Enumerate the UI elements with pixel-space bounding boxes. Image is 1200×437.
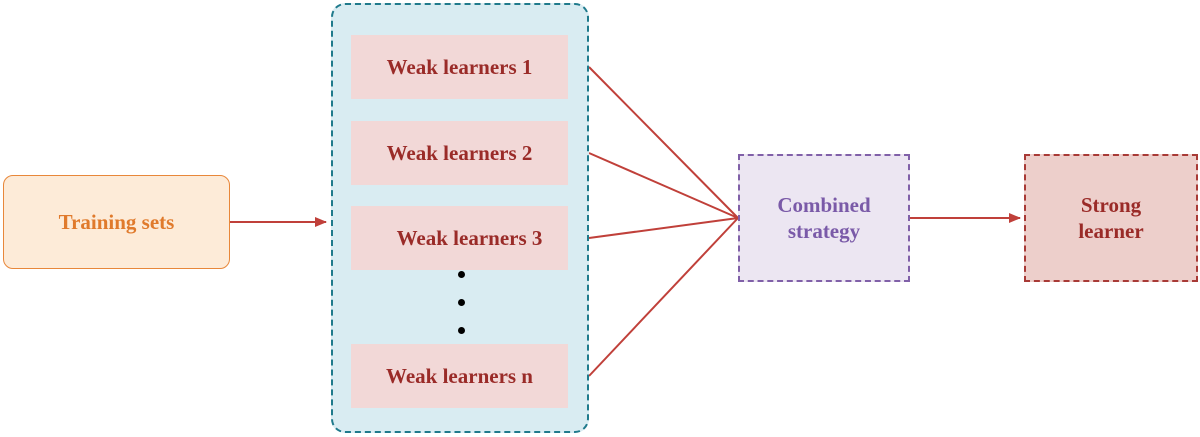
line-weak2-to-combined (588, 152, 739, 219)
weak-learner-1-box: Weak learners 1 (351, 35, 568, 99)
weak-learner-2-label: Weak learners 2 (386, 140, 533, 165)
weak-learner-3-box: Weak learners 3 (351, 206, 568, 270)
weak-learner-n-box: Weak learners n (351, 344, 568, 408)
training-sets-box: Training sets (3, 175, 230, 269)
combined-strategy-label-line-1: Combined (777, 192, 871, 217)
weak-learner-1-label: Weak learners 1 (386, 54, 533, 79)
ellipsis-dot-3 (458, 327, 465, 334)
line-weak3-to-combined (588, 217, 739, 239)
strong-learner-box: Strong learner (1024, 154, 1198, 282)
strong-learner-label-line-2: learner (1078, 219, 1144, 243)
ellipsis-dot-2 (458, 299, 465, 306)
combined-strategy-label-line-2: strategy (787, 219, 861, 243)
training-sets-label: Training sets (58, 209, 175, 234)
combined-strategy-box: Combined strategy (738, 154, 910, 282)
weak-learner-3-label: Weak learners 3 (396, 225, 543, 250)
strong-learner-label-line-1: Strong (1080, 192, 1142, 217)
weak-learner-n-label: Weak learners n (386, 363, 533, 388)
line-weakn-to-combined (588, 217, 739, 377)
weak-learner-2-box: Weak learners 2 (351, 121, 568, 185)
ellipsis-dot-1 (458, 271, 465, 278)
line-weak1-to-combined (588, 66, 739, 219)
